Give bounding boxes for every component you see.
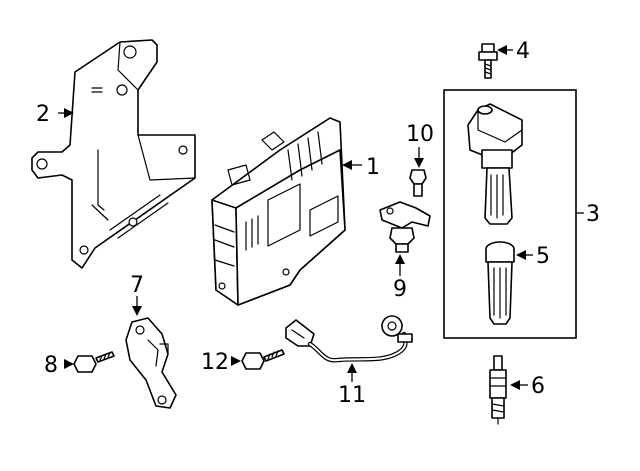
callout-9: 9 [393,277,407,302]
callout-7: 7 [130,273,144,298]
callout-2: 2 [36,102,50,127]
coil-bolt-drawing [478,43,498,79]
callout-11: 11 [338,383,366,408]
ignition-coil-drawing [467,103,523,225]
leader-lines [58,45,584,390]
spark-plug-drawing [489,355,507,425]
mounting-bracket-drawing [31,39,196,269]
ignition-coil-kit-box [443,89,577,339]
callout-12: 12 [201,350,229,375]
sensor-bolt-8-drawing [73,351,115,373]
camshaft-sensor-drawing [125,317,177,409]
callout-6: 6 [531,374,545,399]
knock-sensor-bolt-drawing [241,349,285,370]
knock-sensor-drawing [285,315,413,363]
callout-1: 1 [366,155,380,180]
coil-boot-drawing [485,241,515,325]
engine-control-module-drawing [211,117,346,306]
crankshaft-sensor-drawing [379,201,431,253]
callout-8: 8 [44,353,58,378]
sensor-bolt-10-drawing [409,169,427,197]
callout-5: 5 [536,244,550,269]
callout-10: 10 [406,122,434,147]
callout-3: 3 [586,202,600,227]
callout-4: 4 [516,39,530,64]
